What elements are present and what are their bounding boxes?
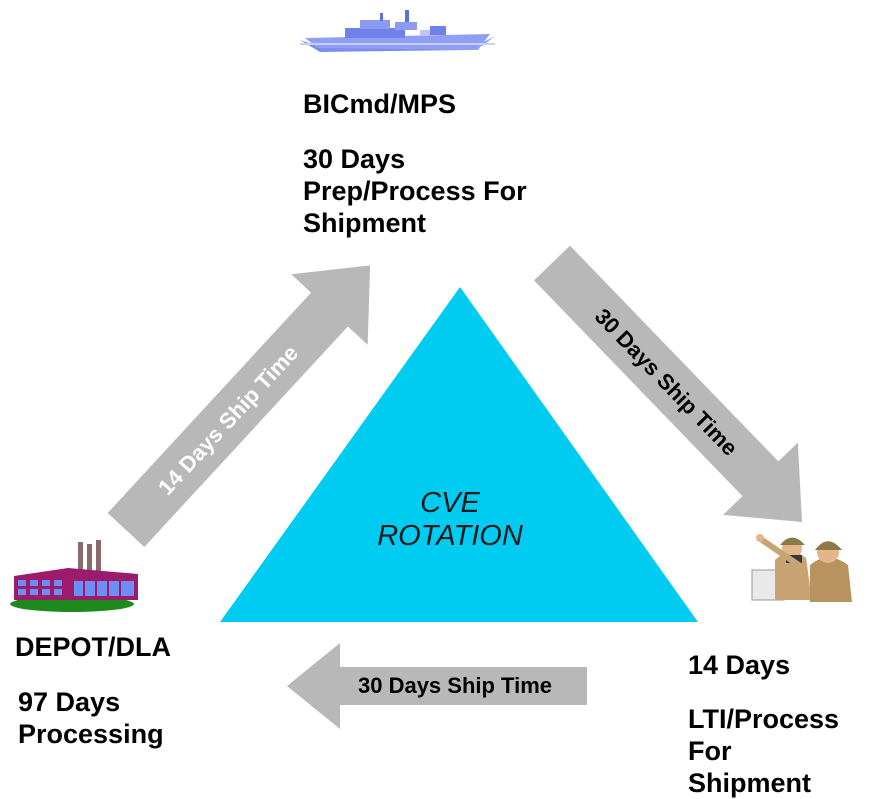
center-triangle bbox=[220, 287, 698, 622]
center-label-line1: CVE bbox=[420, 487, 480, 519]
arrow-right-to-left-label: 30 Days Ship Time bbox=[358, 673, 552, 698]
center-label-line2: ROTATION bbox=[377, 520, 523, 552]
left-node-activity: Processing bbox=[18, 719, 164, 749]
top-node-activity-cont: Shipment bbox=[303, 208, 427, 238]
arrow-top-to-right-label: 30 Days Ship Time bbox=[590, 304, 743, 461]
arrow-left-to-top-label: 14 Days Ship Time bbox=[153, 340, 303, 500]
right-node-days: 14 Days bbox=[688, 650, 791, 680]
arrow-right-to-left: 30 Days Ship Time bbox=[287, 643, 587, 729]
right-node-activity: LTI/Process bbox=[688, 704, 840, 734]
top-node-activity: Prep/Process For bbox=[303, 176, 527, 206]
factory-icon bbox=[10, 540, 138, 612]
right-node-activity-for: For bbox=[688, 736, 732, 766]
right-node-activity-shipment: Shipment bbox=[688, 768, 812, 798]
left-node-days: 97 Days bbox=[18, 687, 121, 717]
left-node-title: DEPOT/DLA bbox=[15, 632, 172, 662]
top-node-title: BICmd/MPS bbox=[303, 89, 457, 119]
top-node-days: 30 Days bbox=[303, 144, 406, 174]
soldiers-icon bbox=[751, 534, 852, 602]
ship-icon bbox=[300, 10, 495, 52]
